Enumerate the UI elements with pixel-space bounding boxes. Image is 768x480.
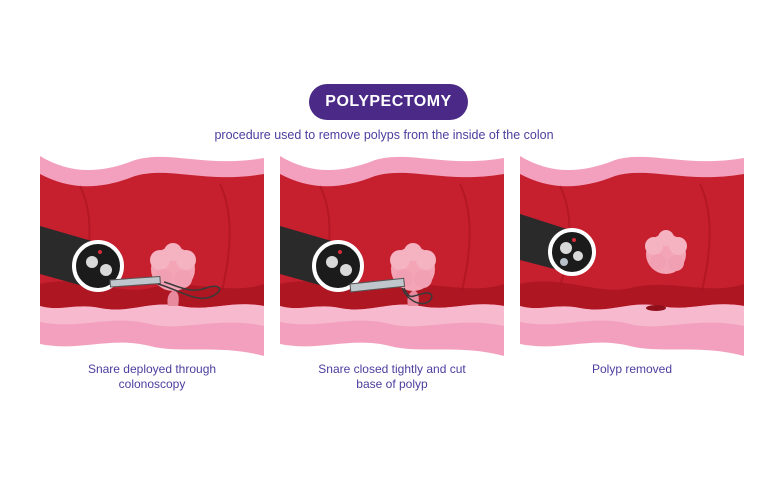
page-title: POLYPECTOMY: [325, 93, 452, 110]
panel-polyp-removed: [520, 156, 744, 356]
removed-polyp: [645, 230, 687, 274]
snare-closed: [349, 277, 433, 305]
caption-panel-3: Polyp removed: [591, 362, 673, 376]
colonoscope: [280, 226, 364, 292]
colonoscope: [40, 226, 124, 292]
polyp: [150, 243, 196, 306]
caption-panel-2: Snare closed tightly and cut base of pol…: [318, 362, 466, 391]
snare: [109, 275, 221, 300]
colonoscope: [520, 214, 596, 276]
title-badge: POLYPECTOMY: [309, 84, 468, 120]
page-subtitle: procedure used to remove polyps from the…: [214, 128, 554, 142]
panel-snare-deployed: [40, 156, 264, 356]
panel-snare-closed: [280, 156, 504, 356]
resection-site: [646, 305, 666, 311]
caption-panel-1: Snare deployed through colonoscopy: [87, 362, 217, 391]
